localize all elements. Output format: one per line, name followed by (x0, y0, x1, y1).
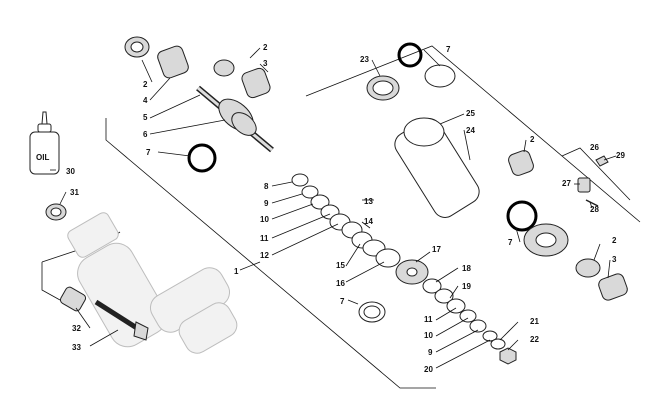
valve-27 (577, 177, 591, 193)
callout-5: 5 (143, 113, 148, 122)
callout-10: 10 (424, 331, 433, 340)
callout-30: 30 (66, 167, 75, 176)
valve-bracket-line (561, 147, 631, 201)
callout-7: 7 (340, 297, 345, 306)
callout-6: 6 (143, 130, 148, 139)
callout-20: 20 (424, 365, 433, 374)
o-ring-7-right (506, 200, 538, 232)
o-ring-7-left (187, 143, 217, 173)
callout-28: 28 (590, 205, 599, 214)
callout-1: 1 (234, 267, 239, 276)
callout-32: 32 (72, 324, 81, 333)
callout-17: 17 (432, 245, 441, 254)
bolt-33 (94, 299, 149, 341)
oil-bottle: OIL (29, 111, 60, 175)
callout-16: 16 (336, 279, 345, 288)
reservoir-bracket-line (305, 45, 641, 223)
spacer-4 (157, 45, 189, 79)
callout-25: 25 (466, 109, 475, 118)
callout-7: 7 (508, 238, 513, 247)
body-end-cap (523, 223, 569, 257)
callout-14: 14 (364, 217, 373, 226)
callout-2: 2 (530, 135, 535, 144)
callout-9: 9 (428, 348, 433, 357)
piston-ring-7-bottom (358, 301, 386, 323)
bushing-32 (59, 286, 87, 312)
washer-21 (490, 338, 506, 350)
valve-core-28 (585, 199, 599, 207)
bushing-31 (45, 203, 67, 221)
callout-2: 2 (143, 80, 148, 89)
callout-3: 3 (612, 255, 617, 264)
bushing-2-right-top (508, 150, 534, 176)
bushing-2-top-left (124, 36, 150, 58)
callout-7: 7 (446, 45, 451, 54)
ghost-bracket-line-2 (41, 262, 61, 301)
callout-21: 21 (530, 317, 539, 326)
callout-labels: 2 3 2 4 5 6 7 8 9 10 11 12 13 14 15 16 1… (66, 43, 625, 374)
oil-bottle-label: OIL (36, 153, 49, 162)
nut-22 (499, 347, 517, 365)
callout-10: 10 (260, 215, 269, 224)
shaft-eye-6 (218, 98, 257, 136)
callout-29: 29 (616, 151, 625, 160)
callout-27: 27 (562, 179, 571, 188)
callout-24: 24 (466, 126, 475, 135)
ring-7-reservoir (424, 64, 456, 88)
o-ring-7-top (397, 42, 423, 68)
bushing-2-top-center (213, 59, 235, 77)
valve-cap-29 (595, 155, 609, 167)
shim-stack (291, 173, 401, 268)
callout-12: 12 (260, 251, 269, 260)
assembly-bracket-line (105, 118, 436, 389)
callout-26: 26 (590, 143, 599, 152)
callout-23: 23 (360, 55, 369, 64)
callout-31: 31 (70, 188, 79, 197)
piston-17 (395, 259, 429, 285)
cap-23 (366, 75, 400, 101)
shim-stack-lower (422, 278, 498, 342)
callout-7: 7 (146, 148, 151, 157)
callout-18: 18 (462, 264, 471, 273)
callout-11: 11 (424, 315, 433, 324)
callout-2: 2 (612, 236, 617, 245)
callout-9: 9 (264, 199, 269, 208)
leader-lines (50, 47, 617, 369)
callout-8: 8 (264, 182, 269, 191)
callout-22: 22 (530, 335, 539, 344)
callout-4: 4 (143, 96, 148, 105)
callout-13: 13 (364, 197, 373, 206)
callout-3: 3 (263, 59, 268, 68)
spacer-3-top (241, 67, 271, 99)
callout-15: 15 (336, 261, 345, 270)
callout-11: 11 (260, 234, 269, 243)
spacer-3-right (598, 273, 628, 301)
reservoir-cap-25 (403, 117, 445, 147)
callout-19: 19 (462, 282, 471, 291)
callout-33: 33 (72, 343, 81, 352)
ghost-shock-assembly (67, 212, 238, 354)
bushing-2-right-bottom (575, 258, 601, 278)
callout-2: 2 (263, 43, 268, 52)
